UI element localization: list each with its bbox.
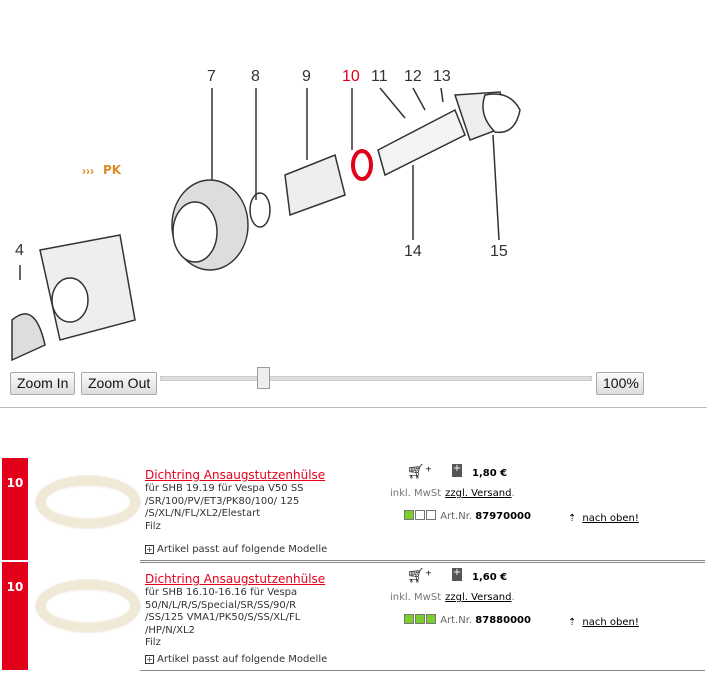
part-label[interactable]: 11: [371, 68, 388, 85]
zoom-slider[interactable]: [160, 376, 592, 381]
desc-line: Filz: [145, 520, 161, 532]
vat-note: inkl. MwSt: [390, 592, 442, 603]
stock-indicator: [426, 510, 436, 520]
back-to-top-link[interactable]: ⇡ nach oben!: [568, 617, 639, 628]
quantity-badge: 10: [2, 562, 28, 670]
part-label[interactable]: 4: [15, 242, 24, 259]
expand-icon: +: [145, 655, 154, 664]
part-label-highlighted[interactable]: 10: [342, 68, 360, 85]
art-label: Art.Nr.: [440, 511, 473, 522]
price: 1,80 €: [472, 468, 508, 479]
row-divider: [140, 562, 705, 563]
back-to-top-link[interactable]: ⇡ nach oben!: [568, 513, 639, 524]
fits-label: Artikel passt auf folgende Modelle: [157, 544, 328, 555]
expand-icon: +: [145, 545, 154, 554]
back-to-top-label: nach oben!: [582, 513, 639, 524]
product-title-link[interactable]: Dichtring Ansaugstutzenhülse: [145, 572, 326, 586]
fits-label: Artikel passt auf folgende Modelle: [157, 654, 328, 665]
shipping-link[interactable]: zzgl. Versand: [445, 592, 512, 603]
part-label[interactable]: 12: [404, 68, 422, 85]
desc-line: für SHB 16.10-16.16 für Vespa: [145, 587, 298, 598]
add-to-list-icon[interactable]: +: [452, 464, 462, 477]
part-label[interactable]: 13: [433, 68, 451, 85]
shipping-link[interactable]: zzgl. Versand: [445, 488, 512, 499]
model-tag: PK: [103, 163, 122, 177]
desc-line: /S/XL/N/FL/XL2/Elestart: [145, 508, 261, 520]
exploded-parts-diagram[interactable]: ››› PK 7 8 9 10 11 12 13 14 15 4: [0, 0, 707, 366]
desc-line: /SS/125 VMA1/PK50/S/SS/XL/FL: [145, 612, 301, 624]
stock-indicator: [404, 510, 414, 520]
vat-note: inkl. MwSt: [390, 488, 442, 499]
back-to-top-label: nach oben!: [582, 617, 639, 628]
add-to-cart-icon[interactable]: 🛒︎⁺: [407, 464, 433, 480]
article-number: Art.Nr. 87970000: [404, 510, 531, 522]
part-label[interactable]: 8: [251, 68, 260, 85]
product-row: 10 Dichtring Ansaugstutzenhülse für SHB …: [0, 458, 707, 561]
stock-indicator: [415, 614, 425, 624]
product-row: 10 Dichtring Ansaugstutzenhülse für SHB …: [0, 562, 707, 671]
svg-text:›››: ›››: [82, 164, 94, 178]
row-divider: [140, 670, 705, 671]
part-label[interactable]: 15: [490, 243, 508, 260]
add-to-list-icon[interactable]: +: [452, 568, 462, 581]
compatible-models-toggle[interactable]: +Artikel passt auf folgende Modelle: [145, 654, 327, 665]
desc-line: für SHB 19.19 für Vespa V50 SS: [145, 483, 304, 494]
art-no: 87880000: [475, 615, 531, 626]
product-description: für SHB 16.10-16.16 für Vespa 50/N/L/R/S…: [145, 587, 345, 650]
art-no: 87970000: [475, 511, 531, 522]
diagram-drawing: ›››: [11, 87, 521, 362]
compatible-models-toggle[interactable]: +Artikel passt auf folgende Modelle: [145, 544, 327, 555]
product-image[interactable]: [36, 476, 140, 528]
quantity-badge: 10: [2, 458, 28, 560]
price: 1,60 €: [472, 572, 508, 583]
add-to-cart-icon[interactable]: 🛒︎⁺: [407, 568, 433, 584]
article-number: Art.Nr. 87880000: [404, 614, 531, 626]
zoom-slider-handle[interactable]: [257, 367, 270, 389]
zoom-level-button[interactable]: 100%: [596, 372, 644, 395]
desc-line: /SR/100/PV/ET3/PK80/100/ 125: [145, 495, 300, 507]
product-description: für SHB 19.19 für Vespa V50 SS /SR/100/P…: [145, 483, 345, 533]
part-label[interactable]: 9: [302, 68, 311, 85]
part-label[interactable]: 14: [404, 243, 422, 260]
desc-line: /HP/N/XL2: [145, 624, 195, 636]
arrow-up-icon: ⇡: [568, 617, 577, 628]
desc-line: Filz: [145, 637, 161, 649]
zoom-in-button[interactable]: Zoom In: [10, 372, 76, 395]
zoom-out-button[interactable]: Zoom Out: [81, 372, 158, 395]
divider: [0, 407, 707, 408]
part-label[interactable]: 7: [207, 68, 216, 85]
product-image[interactable]: [36, 580, 140, 632]
stock-indicator: [426, 614, 436, 624]
stock-indicator: [404, 614, 414, 624]
stock-indicator: [415, 510, 425, 520]
desc-line: 50/N/L/R/S/Special/SR/SS/90/R: [145, 599, 297, 611]
arrow-up-icon: ⇡: [568, 513, 577, 524]
row-divider: [140, 560, 705, 561]
product-title-link[interactable]: Dichtring Ansaugstutzenhülse: [145, 468, 326, 482]
art-label: Art.Nr.: [440, 615, 473, 626]
